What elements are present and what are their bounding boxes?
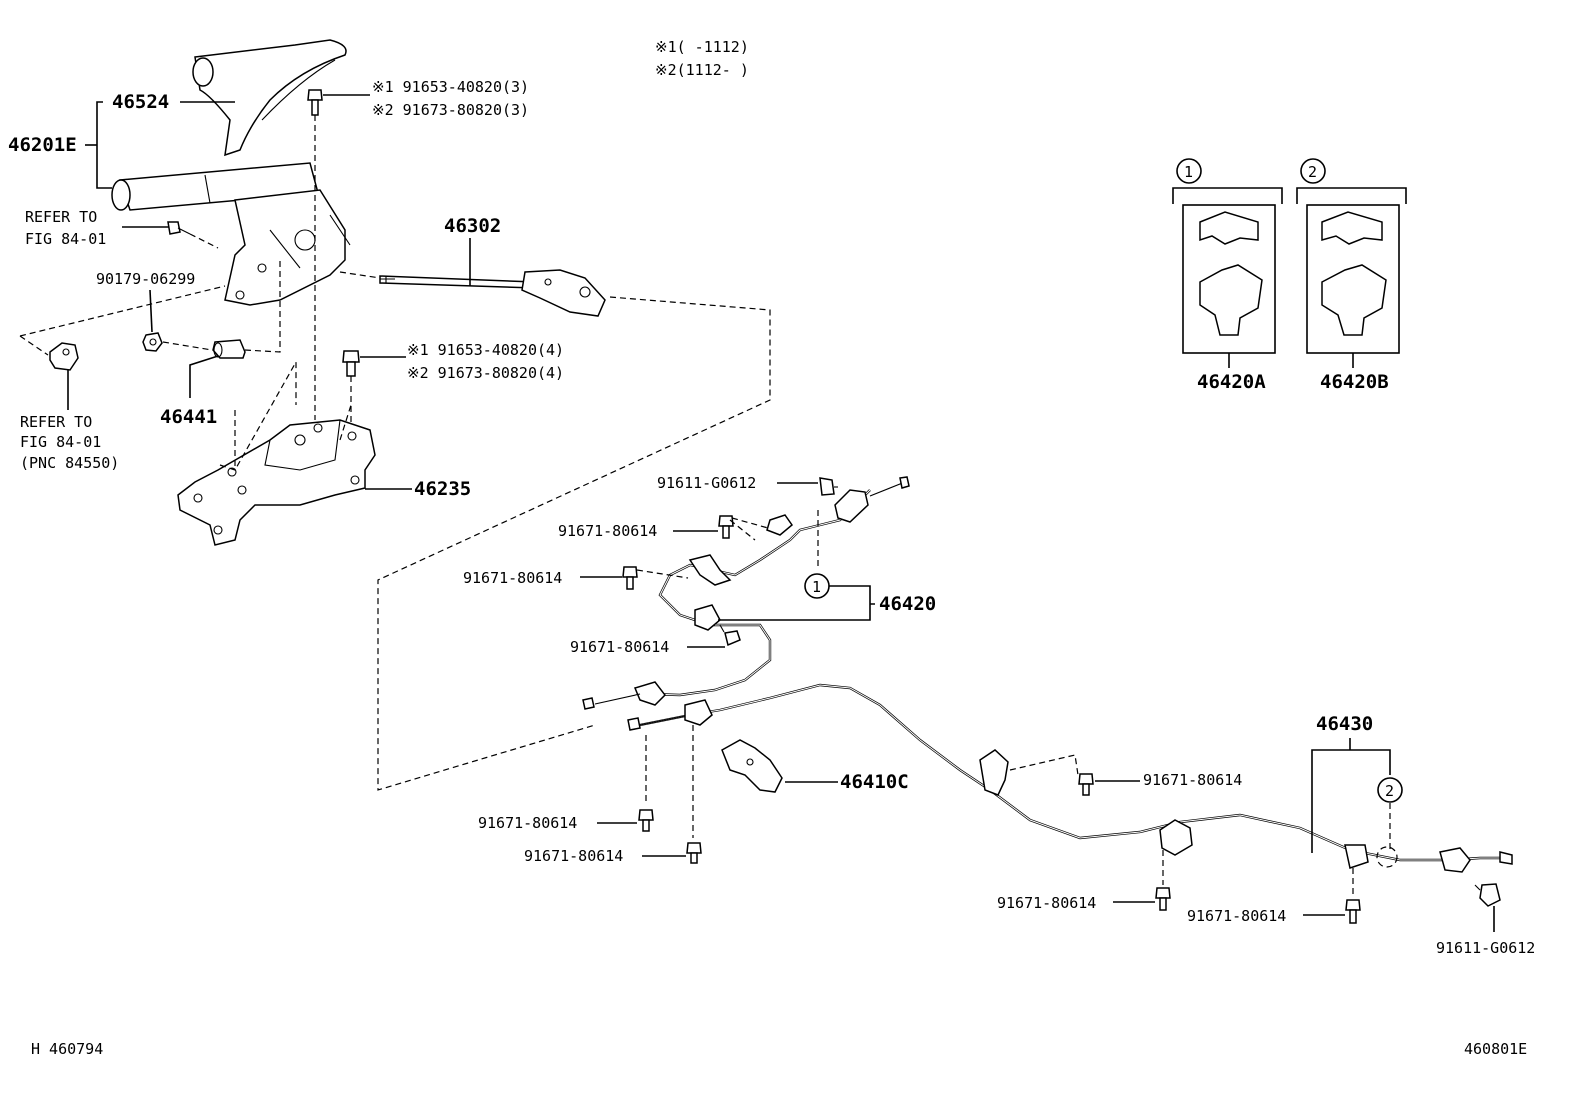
label-bolt-e: 91671-80614: [524, 847, 623, 865]
label-bolt-f: 91671-80614: [1143, 771, 1242, 789]
refer-top-line-1: REFER TO: [25, 208, 97, 226]
label-bolt-d: 91671-80614: [478, 814, 577, 832]
refer-bot-line-3: (PNC 84550): [20, 454, 119, 472]
label-46420A: 46420A: [1197, 371, 1266, 393]
svg-text:2: 2: [1385, 782, 1394, 800]
label-46430: 46430: [1316, 713, 1373, 735]
label-bolt-h: 91671-80614: [1187, 907, 1286, 925]
bolt-c-icon: [719, 624, 741, 647]
base-bolt-icon: [342, 350, 360, 377]
label-46235: 46235: [414, 478, 471, 500]
label-46410C: 46410C: [840, 771, 909, 793]
refer-top-line-2: FIG 84-01: [25, 230, 106, 248]
variant-2-panel: 2 46420B: [1296, 158, 1407, 393]
bolt-a-icon: [718, 515, 734, 539]
screw-icon: [167, 221, 191, 235]
label-46524: 46524: [112, 91, 169, 113]
marker-2-rear: [1377, 777, 1403, 803]
label-91611-g0612-top: 91611-G0612: [657, 474, 756, 492]
label-bolt-a: 91671-80614: [558, 522, 657, 540]
footer-right-code: 460801E: [1464, 1040, 1527, 1058]
footer-left-code: H 460794: [31, 1040, 103, 1058]
rod-part: [379, 269, 606, 317]
clamp-part: [721, 739, 783, 793]
label-base-bolt-1: ※1 91653-40820(4): [407, 341, 564, 359]
bolt-h-icon: [1345, 899, 1361, 924]
bracket-part: [177, 419, 376, 546]
variant-2-marker: 2: [1308, 163, 1317, 181]
bolt-g0612-top-icon: [819, 477, 838, 496]
nut-icon: [142, 332, 163, 352]
cover-bolt-icon: [307, 89, 323, 116]
legend-row-1: ※1( -1112): [655, 38, 749, 56]
legend-row-2: ※2(1112- ): [655, 61, 749, 79]
bolt-d-icon: [638, 809, 654, 832]
label-bolt-g: 91671-80614: [997, 894, 1096, 912]
label-cover-bolt-2: ※2 91673-80820(3): [372, 101, 529, 119]
label-base-bolt-2: ※2 91673-80820(4): [407, 364, 564, 382]
label-cover-bolt-1: ※1 91653-40820(3): [372, 78, 529, 96]
label-46441: 46441: [160, 406, 217, 428]
front-cable-part: [582, 476, 910, 710]
refer-bot-line-2: FIG 84-01: [20, 433, 101, 451]
bolt-g0612-bottom-icon: [1474, 883, 1501, 907]
bolt-e-icon: [686, 842, 702, 864]
refer-bot-line-1: REFER TO: [20, 413, 92, 431]
label-bolt-b: 91671-80614: [463, 569, 562, 587]
label-46420: 46420: [879, 593, 936, 615]
clip-icon: [49, 342, 79, 371]
label-91611-g0612-bottom: 91611-G0612: [1436, 939, 1535, 957]
label-46302: 46302: [444, 215, 501, 237]
bolt-b-icon: [622, 566, 638, 590]
bolt-g-icon: [1155, 887, 1171, 911]
handle-cover-part: [192, 39, 347, 157]
label-46201E: 46201E: [8, 134, 77, 156]
label-90179-06299: 90179-06299: [96, 270, 195, 288]
variant-1-panel: 1 46420A: [1172, 158, 1283, 393]
bolt-f-icon: [1078, 773, 1094, 796]
boot-icon: [212, 339, 246, 359]
rear-cable-part: [627, 683, 1513, 873]
label-46420B: 46420B: [1320, 371, 1389, 393]
svg-text:1: 1: [812, 578, 821, 596]
lever-group-bracket: [96, 101, 112, 189]
variant-1-marker: 1: [1184, 163, 1193, 181]
label-bolt-c: 91671-80614: [570, 638, 669, 656]
